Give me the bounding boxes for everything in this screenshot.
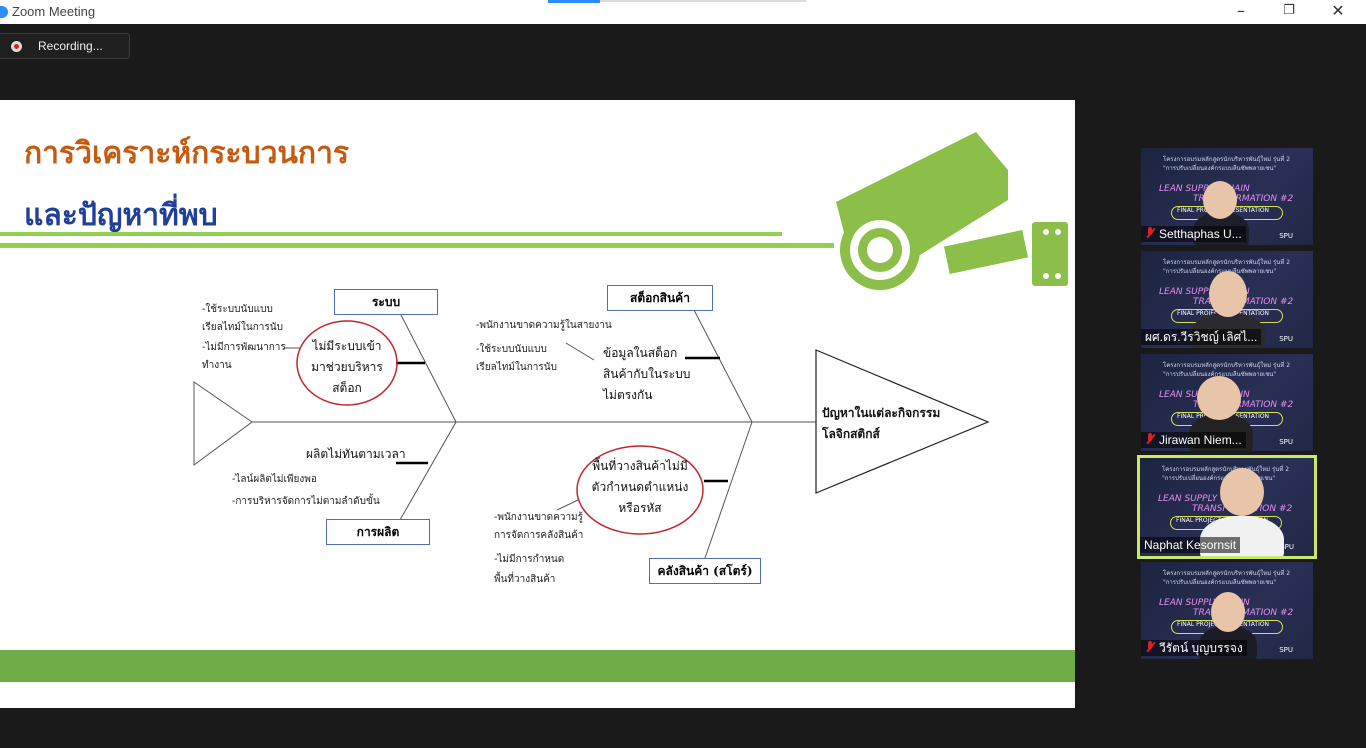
warehouse-cause-text: พื้นที่วางสินค้า [494, 574, 556, 585]
muted-mic-icon [1145, 227, 1155, 239]
participant-video-face [1220, 468, 1264, 516]
participant-tile[interactable]: โครงการอบรมหลักสูตรนักบริหารพันธุ์ใหม่ ร… [1141, 251, 1313, 348]
zoom-app-icon [0, 6, 8, 18]
tile-brand-text: SPU [1279, 646, 1293, 654]
tile-banner-text: "การปรับเปลี่ยนองค์กรแบบลีนซัพพลายเชน" [1163, 165, 1277, 172]
category-stock: สต็อกสินค้า [607, 285, 713, 311]
maximize-button[interactable]: ❐ [1283, 3, 1295, 18]
participant-name: ผศ.ดร.วีรวิชญ์ เลิศไ... [1141, 329, 1262, 345]
tile-banner-text: "การปรับเปลี่ยนองค์กรแบบลีนซัพพลายเชน" [1162, 475, 1276, 482]
participant-video-face [1209, 271, 1247, 317]
muted-mic-icon [1145, 433, 1155, 445]
participant-video-face [1197, 376, 1241, 420]
slide-footer-bar [0, 650, 1075, 682]
stock-cause-text: -พนักงานขาดความรู้ในสายงาน [476, 320, 612, 331]
tile-banner-text: "การปรับเปลี่ยนองค์กรแบบลีนซัพพลายเชน" [1163, 579, 1277, 586]
tile-lean-text: LEAN SUPPLY CHAIN [1159, 184, 1250, 194]
production-cause-text: -การบริหารจัดการไม่ตามลำดับขั้น [232, 496, 380, 507]
warehouse-problem-text: พื้นที่วางสินค้าไม่มี [592, 459, 688, 473]
recording-indicator[interactable]: Recording... [0, 33, 130, 59]
system-problem-text: สต็อก [332, 381, 362, 395]
system-cause-text: ทำงาน [202, 360, 232, 371]
tile-brand-text: SPU [1280, 543, 1294, 551]
tile-transformation-text: TRANSFORMATION #2 [1193, 400, 1294, 410]
stock-cause-text: เรียลไทม์ในการนับ [476, 362, 557, 373]
category-production: การผลิต [326, 519, 430, 545]
production-problem-text: ผลิตไม่ทันตามเวลา [306, 447, 406, 461]
window-titlebar: Zoom Meeting – ❐ ✕ [0, 0, 1366, 24]
production-cause-text: -ไลน์ผลิตไม่เพียงพอ [232, 474, 317, 485]
warehouse-problem-text: ตัวกำหนดตำแหน่ง [591, 480, 689, 494]
participant-video-face [1203, 181, 1237, 219]
participant-name: วีรัตน์ บุญบรรจง [1141, 640, 1247, 656]
tile-banner-text: โครงการอบรมหลักสูตรนักบริหารพันธุ์ใหม่ ร… [1163, 362, 1291, 369]
participant-name-text: Jirawan Niem... [1159, 433, 1242, 447]
stock-problem-text: ไม่ตรงกัน [603, 388, 653, 402]
tile-banner-text: "การปรับเปลี่ยนองค์กรแบบลีนซัพพลายเชน" [1163, 371, 1277, 378]
participant-name: Setthaphas U... [1141, 226, 1246, 242]
muted-mic-icon [1145, 641, 1155, 653]
system-cause-text: -ใช้ระบบนับแบบ [202, 304, 273, 315]
stock-problem-text: ข้อมูลในสต็อก [603, 346, 678, 360]
category-warehouse: คลังสินค้า (สโตร์) [649, 558, 761, 584]
tile-lean-text: LEAN SUPPLY CHAIN [1159, 287, 1250, 297]
participant-tile[interactable]: โครงการอบรมหลักสูตรนักบริหารพันธุ์ใหม่ ร… [1141, 562, 1313, 659]
minimize-button[interactable]: – [1237, 1, 1245, 20]
system-problem-text: มาช่วยบริหาร [311, 360, 383, 374]
slide-title-line2: และปัญหาที่พบ [24, 198, 218, 233]
participant-name-text: Naphat Kesornsit [1144, 538, 1237, 552]
slide-title-line1: การวิเคราะห์กระบวนการ [24, 136, 350, 171]
participant-tile[interactable]: โครงการอบรมหลักสูตรนักบริหารพันธุ์ใหม่ ร… [1141, 354, 1313, 451]
fishbone-head-line2: โลจิกสติกส์ [822, 427, 880, 441]
stock-cause-text: -ใช้ระบบนับแบบ [476, 344, 547, 355]
close-button[interactable]: ✕ [1331, 1, 1345, 20]
warehouse-cause-text: การจัดการคลังสินค้า [494, 530, 584, 541]
fishbone-diagram [193, 307, 990, 559]
warehouse-problem-text: หรือรหัส [618, 501, 662, 515]
system-cause-text: -ไม่มีการพัฒนาการ [202, 342, 286, 353]
participant-name: Naphat Kesornsit [1140, 537, 1241, 553]
tile-lean-text: LEAN SUPPLY CHAIN [1159, 598, 1250, 608]
participant-tile[interactable]: โครงการอบรมหลักสูตรนักบริหารพันธุ์ใหม่ ร… [1137, 455, 1317, 559]
participant-video-face [1211, 592, 1245, 632]
tile-brand-text: SPU [1279, 438, 1293, 446]
title-underline-thin [0, 232, 782, 236]
participant-tile[interactable]: โครงการอบรมหลักสูตรนักบริหารพันธุ์ใหม่ ร… [1141, 148, 1313, 245]
recording-label: Recording... [38, 39, 103, 53]
system-problem-text: ไม่มีระบบเข้า [312, 339, 382, 353]
record-dot-icon [11, 41, 22, 52]
tile-banner-text: โครงการอบรมหลักสูตรนักบริหารพันธุ์ใหม่ ร… [1163, 570, 1291, 577]
tile-banner-text: "การปรับเปลี่ยนองค์กรแบบลีนซัพพลายเชน" [1163, 268, 1277, 275]
participant-name-text: ผศ.ดร.วีรวิชญ์ เลิศไ... [1145, 330, 1258, 344]
title-tab-indicator [548, 0, 600, 3]
tile-banner-text: โครงการอบรมหลักสูตรนักบริหารพันธุ์ใหม่ ร… [1163, 259, 1291, 266]
stock-problem-text: สินค้ากับในระบบ [603, 367, 691, 381]
warehouse-cause-text: -ไม่มีการกำหนด [494, 554, 565, 565]
participant-name: Jirawan Niem... [1141, 432, 1246, 448]
system-cause-text: เรียลไทม์ในการนับ [202, 322, 283, 333]
tile-banner-text: โครงการอบรมหลักสูตรนักบริหารพันธุ์ใหม่ ร… [1163, 156, 1291, 163]
shared-slide: การวิเคราะห์กระบวนการ และปัญหาที่พบ [0, 100, 1075, 708]
category-system: ระบบ [334, 289, 438, 315]
warehouse-cause-text: -พนักงานขาดความรู้ [494, 512, 584, 523]
tile-brand-text: SPU [1279, 232, 1293, 240]
tile-transformation-text: TRANSFORMATION #2 [1193, 194, 1294, 204]
participant-name-text: Setthaphas U... [1159, 227, 1242, 241]
title-tab-track [600, 0, 806, 2]
title-underline-thick [0, 243, 834, 248]
tile-brand-text: SPU [1279, 335, 1293, 343]
fishbone-head-line1: ปัญหาในแต่ละกิจกรรม [822, 406, 941, 420]
cctv-camera-icon [836, 132, 1068, 290]
window-title: Zoom Meeting [12, 4, 96, 19]
tile-banner-text: โครงการอบรมหลักสูตรนักบริหารพันธุ์ใหม่ ร… [1162, 466, 1290, 473]
participant-name-text: วีรัตน์ บุญบรรจง [1159, 641, 1243, 655]
tile-lean-text: LEAN SUPPLY CHAIN [1158, 494, 1249, 504]
